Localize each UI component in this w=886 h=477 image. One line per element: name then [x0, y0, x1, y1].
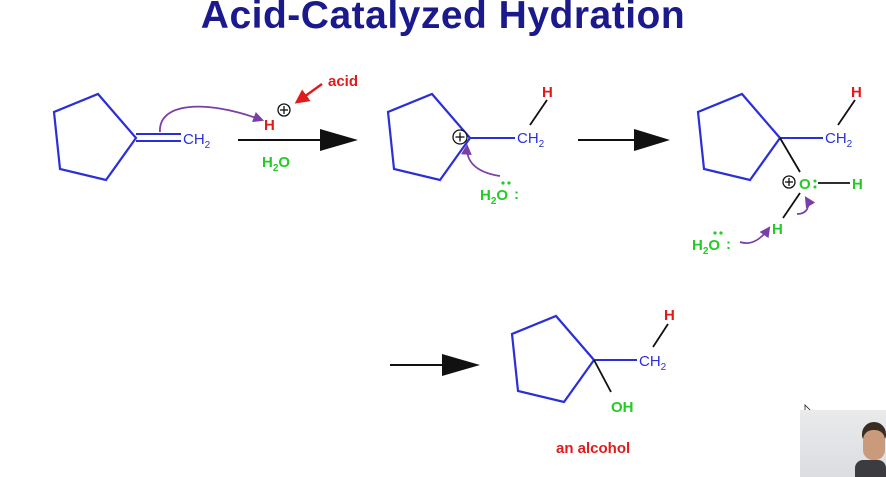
oxonium-h-lower: H [772, 221, 783, 238]
ch2-label-2: CH2 [517, 130, 545, 150]
slide-title: Acid-Catalyzed Hydration [200, 0, 686, 37]
bond-o-h-lower [782, 192, 801, 219]
curved-arrow-oh-bond [796, 196, 816, 215]
bond-c-oh-4 [593, 359, 612, 393]
ch2-label-3: CH2 [825, 130, 853, 150]
acid-label: acid [328, 73, 358, 90]
carbocation-ring [386, 92, 472, 182]
water-label-2: H2O [692, 237, 720, 257]
curved-arrow-water-to-cation [461, 143, 501, 177]
h-label-4: H [664, 307, 675, 324]
webcam-shirt [855, 460, 886, 477]
hydroxyl-label: OH [611, 399, 634, 416]
curved-arrow-pi-to-h [159, 105, 265, 133]
oxonium-intermediate: CH2 H O H H [696, 84, 863, 238]
reaction-arrow-1 [238, 129, 358, 151]
oxonium-o-label: O [799, 176, 811, 193]
bond-ch2-h-3 [837, 99, 856, 126]
h-label-2: H [542, 84, 553, 101]
curved-arrow-water-to-h [739, 226, 771, 244]
acid-pointer-arrow [294, 83, 323, 104]
water-nucleophile-1: H2O : [480, 181, 519, 207]
carbocation-plus-icon [452, 129, 468, 145]
oxonium-ring [696, 92, 782, 182]
bond-ch2-h-4 [652, 323, 669, 348]
product-caption: an alcohol [556, 440, 630, 457]
lone-pair-colon-1: : [514, 186, 519, 203]
reaction-arrow-2 [578, 129, 670, 151]
water-base-2: H2O : [692, 231, 731, 257]
water-reagent-label: H2O [262, 154, 290, 174]
reaction-arrow-3 [390, 354, 480, 376]
proton-h-label: H [264, 117, 275, 134]
ch2-label-1: CH2 [183, 131, 211, 151]
h-label-3: H [851, 84, 862, 101]
bond-c-o-3 [779, 137, 801, 173]
carbocation-intermediate: CH2 H [386, 84, 553, 182]
oxonium-plus-icon [782, 175, 796, 189]
lone-pair-colon-2: : [726, 236, 731, 253]
bond-ch2-h-2 [529, 99, 548, 126]
oxonium-h-right: H [852, 176, 863, 193]
product-ring [510, 314, 596, 404]
ch2-label-4: CH2 [639, 353, 667, 373]
presenter-webcam-thumbnail [800, 410, 886, 477]
reactant-ring [52, 92, 138, 182]
reactant-methylenecyclopentane: CH2 [52, 92, 211, 182]
water-label-1: H2O [480, 187, 508, 207]
plus-charge-icon [277, 103, 291, 117]
product-alcohol: CH2 H OH [510, 307, 675, 416]
webcam-face [863, 430, 885, 460]
